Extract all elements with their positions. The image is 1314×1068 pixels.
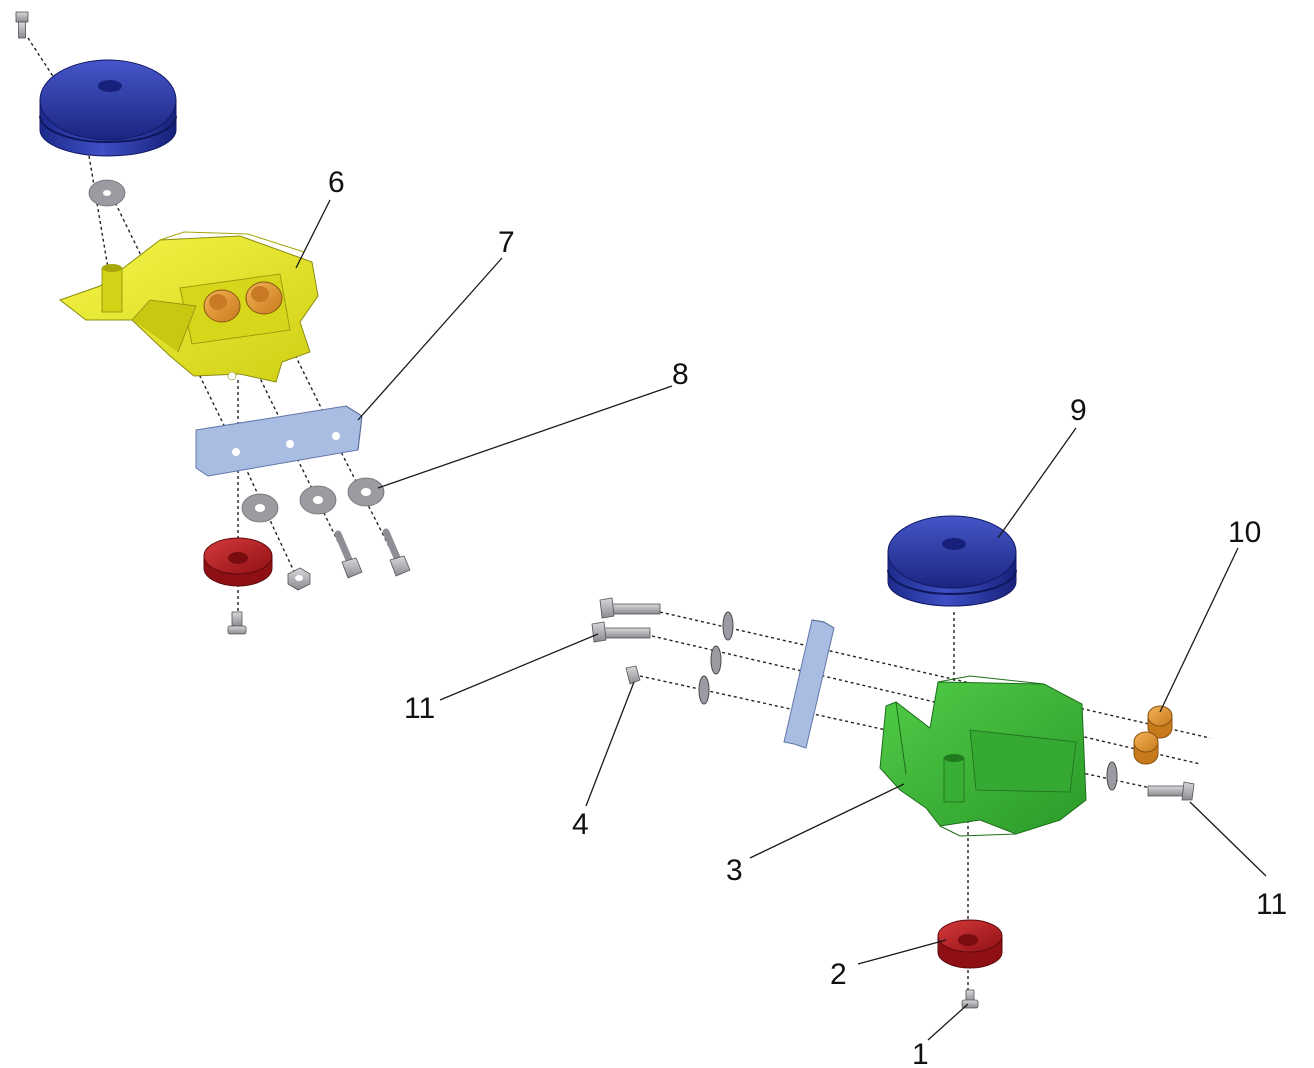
bushings-upper [203,281,283,323]
plate-lower [783,619,835,749]
plate-upper [195,405,363,477]
hardware-upper [227,528,411,635]
bottom-screw [961,989,979,1009]
bolts-left-lower [591,597,661,685]
callout-11-left: 11 [404,692,435,725]
callout-3: 3 [726,854,743,887]
callout-labels: 1 2 3 4 6 7 8 9 10 11 11 [328,166,1287,1068]
red-knob-upper [203,537,273,587]
callout-8: 8 [672,358,689,391]
blue-weight-upper [39,59,177,157]
green-bracket [879,675,1087,837]
washer-upper-small [88,179,126,207]
assembly-lower-right [591,515,1211,1009]
callout-9: 9 [1070,394,1087,427]
callout-10: 10 [1228,516,1261,549]
callout-7: 7 [498,226,515,259]
blue-weight-lower [887,515,1017,607]
callout-4: 4 [572,808,589,841]
washers-upper-row [241,477,385,523]
bushings-lower [1133,705,1173,765]
red-knob-lower [937,919,1003,969]
callout-11-right: 11 [1256,888,1287,921]
spacer-washers-lower [698,611,1118,791]
callout-2: 2 [830,958,847,991]
assembly-upper-left [15,11,411,635]
callout-6: 6 [328,166,345,199]
callout-1: 1 [912,1038,929,1068]
yellow-bracket [58,231,319,383]
bolt-right-lower [1147,781,1195,801]
top-screw [15,11,29,39]
leader-lines [295,199,1267,1041]
